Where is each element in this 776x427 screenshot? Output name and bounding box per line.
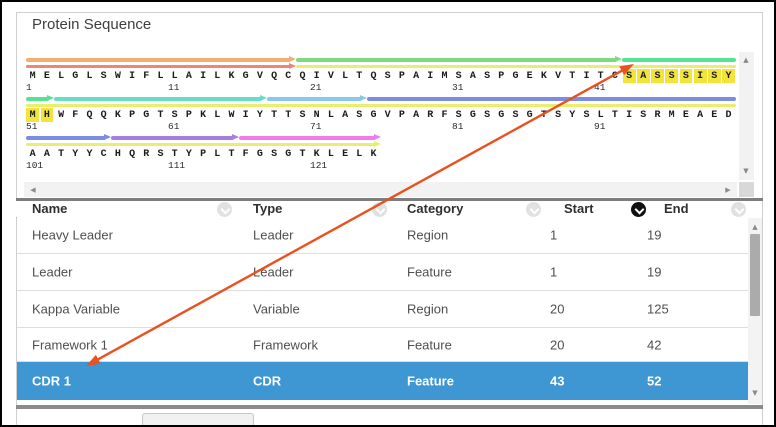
partial-button[interactable] (142, 413, 254, 425)
table-scroll-up-icon[interactable]: ▲ (752, 223, 758, 231)
cell-name: CDR 1 (32, 373, 72, 389)
page-title: Protein Sequence (32, 16, 152, 33)
cell-type: CDR (253, 373, 282, 389)
cell-category: Region (407, 301, 449, 317)
cell-name: Leader (32, 264, 73, 280)
table-scroll-down-icon[interactable]: ▼ (752, 389, 758, 397)
cell-end: 19 (647, 264, 662, 280)
table-row-leader[interactable]: Leader Leader Feature 1 19 (17, 254, 748, 291)
table-bottom-border (16, 405, 763, 409)
end-filter-chevron-icon[interactable] (731, 202, 746, 217)
cell-type: Variable (253, 301, 300, 317)
scroll-right-icon[interactable]: ▶ (725, 186, 731, 194)
table-vertical-scrollbar[interactable]: ▲ ▼ (748, 218, 762, 404)
cell-type: Framework (253, 337, 319, 352)
cell-start: 1 (550, 264, 558, 280)
cell-end: 52 (647, 373, 662, 389)
start-sort-chevron-icon[interactable] (631, 202, 646, 217)
cell-type: Leader (253, 227, 294, 243)
cell-category: Region (407, 227, 449, 243)
table-scrollbar-thumb[interactable] (750, 234, 760, 316)
cell-start: 20 (550, 337, 565, 352)
table-row-heavy-leader[interactable]: Heavy Leader Leader Region 1 19 (17, 217, 748, 254)
table-row-cdr-1[interactable]: CDR 1 CDR Feature 43 52 (17, 362, 748, 400)
table-row-kappa-variable[interactable]: Kappa Variable Variable Region 20 125 (17, 291, 748, 328)
scroll-down-icon[interactable]: ▼ (743, 167, 749, 175)
scroll-left-icon[interactable]: ◀ (30, 186, 36, 194)
cell-category: Feature (407, 264, 452, 280)
cell-end: 125 (647, 301, 669, 317)
cell-category: Feature (407, 337, 452, 352)
table-row-framework-1[interactable]: Framework 1 Framework Feature 20 42 (17, 328, 748, 362)
cell-type: Leader (253, 264, 294, 280)
cell-end: 19 (647, 227, 662, 243)
cell-end: 42 (647, 337, 662, 352)
cell-name: Heavy Leader (32, 227, 113, 243)
cell-category: Feature (407, 373, 454, 389)
column-header-name[interactable]: Name (32, 201, 68, 216)
scrollbar-corner (739, 182, 754, 197)
cell-start: 43 (550, 373, 565, 389)
cell-name: Kappa Variable (32, 301, 120, 317)
sequence-vertical-scrollbar[interactable]: ▲ ▼ (739, 52, 754, 180)
cell-name: Framework 1 (32, 337, 108, 352)
cell-start: 20 (550, 301, 565, 317)
column-header-end[interactable]: End (664, 201, 689, 216)
cell-start: 1 (550, 227, 558, 243)
scroll-up-icon[interactable]: ▲ (743, 56, 749, 64)
